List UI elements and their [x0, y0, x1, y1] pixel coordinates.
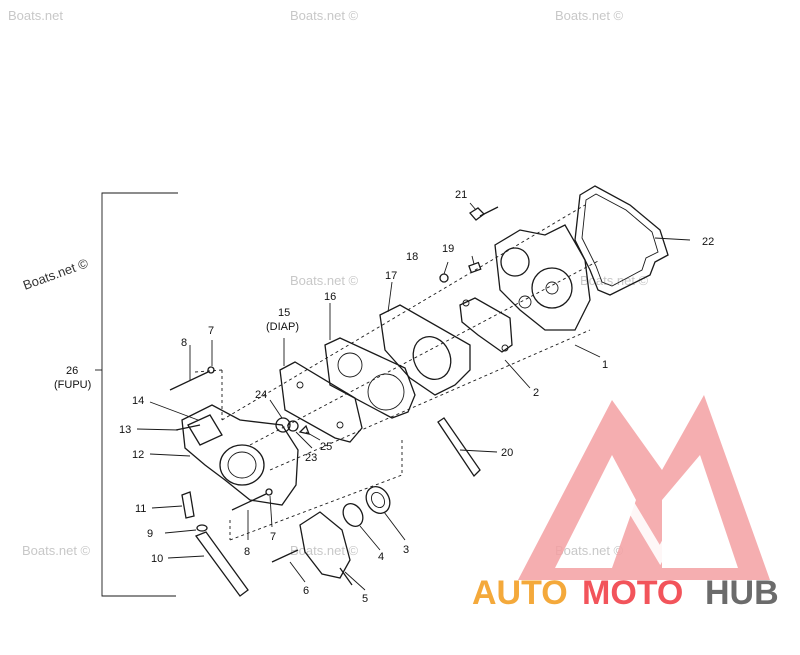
part-16-gasket	[324, 337, 416, 419]
label-8a: 8	[181, 337, 187, 349]
label-15-sub: (DIAP)	[266, 321, 299, 333]
part-3-screen	[365, 486, 391, 514]
pump-body-port	[219, 444, 265, 486]
part-22-gasket	[574, 185, 669, 296]
pump-inlet-neck	[187, 414, 223, 446]
part-2-plate	[459, 297, 513, 353]
assembly-bracket	[101, 192, 178, 597]
part-5-filter-cap	[299, 511, 351, 579]
label-10: 10	[151, 553, 163, 565]
brand-moto: MOTO	[582, 574, 683, 612]
label-2: 2	[533, 387, 539, 399]
label-22: 22	[702, 236, 714, 248]
part-8-screw-upper	[169, 371, 209, 391]
part-18-nut	[439, 273, 449, 283]
label-7b: 7	[270, 531, 276, 543]
part-8-screw-lower	[231, 493, 267, 511]
label-20: 20	[501, 447, 513, 459]
part-9-clamp	[196, 524, 208, 532]
label-12: 12	[132, 449, 144, 461]
label-26: 26	[66, 365, 78, 377]
part-labels: 1 2 3 4 5 6 7 7 8 8 9 10 11 12 13 14 15 …	[54, 189, 714, 605]
label-5: 5	[362, 593, 368, 605]
logo-mountain-shape	[518, 395, 770, 580]
label-6: 6	[303, 585, 309, 597]
leader-lines	[136, 202, 691, 591]
label-11: 11	[135, 503, 146, 515]
part-7-washer-lower	[265, 488, 273, 496]
part-7-washer-upper	[207, 366, 215, 374]
label-9: 9	[147, 528, 153, 540]
part-11-fitting	[181, 491, 195, 519]
part-23-seal	[287, 420, 299, 432]
brand-auto: AUTO	[472, 574, 568, 612]
part-13-screw	[175, 424, 201, 431]
pump-body	[181, 404, 299, 506]
label-7a: 7	[208, 325, 214, 337]
part-1-port-right	[531, 267, 573, 309]
label-23: 23	[305, 452, 317, 464]
watermark: Boats.net ©	[290, 8, 359, 23]
part-22-gasket-inner	[581, 193, 659, 287]
brand-hub: HUB	[705, 574, 779, 612]
logo-inner-stroke	[575, 464, 725, 566]
part-17-chamber	[412, 336, 452, 380]
part-17-body-plate	[379, 304, 471, 396]
label-3: 3	[403, 544, 409, 556]
label-26-sub: (FUPU)	[54, 379, 91, 391]
part-10-hose	[194, 531, 249, 597]
watermark: Boats.net ©	[555, 8, 624, 23]
label-17: 17	[385, 270, 397, 282]
watermark: Boats.net ©	[290, 273, 359, 288]
part-15-diaphragm	[279, 361, 363, 443]
part-6-screw	[271, 549, 299, 563]
label-13: 13	[119, 424, 131, 436]
label-21: 21	[455, 189, 467, 201]
label-1: 1	[602, 359, 608, 371]
part-1-cover	[494, 224, 591, 331]
part-21-screw-head	[469, 207, 485, 221]
assembly-lines	[194, 204, 601, 541]
label-16: 16	[324, 291, 336, 303]
watermark: Boats.net	[8, 8, 63, 23]
part-4-gasket	[342, 503, 364, 527]
watermark-rotated: Boats.net ©	[21, 255, 91, 293]
label-25: 25	[320, 441, 332, 453]
part-25-check	[298, 424, 311, 435]
label-8b: 8	[244, 546, 250, 558]
part-5-stem	[339, 567, 353, 586]
automotohub-logo: AUTO MOTO HUB	[472, 395, 779, 612]
part-19-clip	[468, 261, 482, 274]
watermark: Boats.net ©	[22, 543, 91, 558]
label-4: 4	[378, 551, 384, 563]
label-14: 14	[132, 395, 144, 407]
label-24: 24	[255, 389, 267, 401]
svg-text:Boats.net ©: Boats.net ©	[21, 255, 91, 293]
watermark: Boats.net ©	[555, 543, 624, 558]
label-18: 18	[406, 251, 418, 263]
part-24-oring	[275, 417, 291, 433]
label-15: 15	[278, 307, 290, 319]
label-19: 19	[442, 243, 454, 255]
part-1-port-left	[500, 247, 530, 277]
part-20-hose	[437, 417, 481, 478]
